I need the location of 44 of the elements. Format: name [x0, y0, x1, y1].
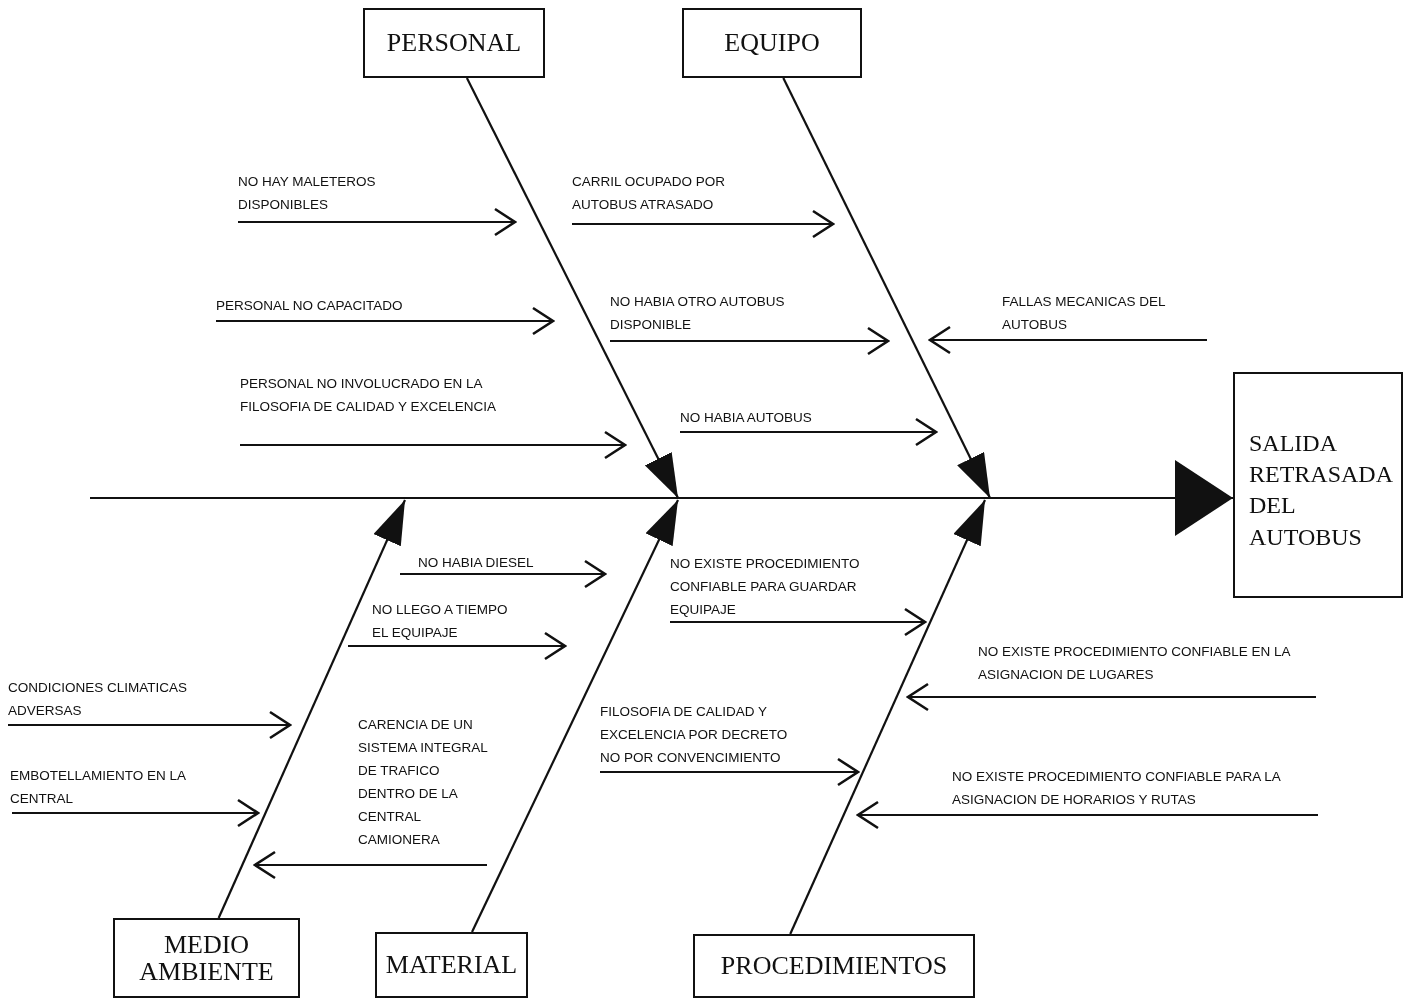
cause-text: CONDICIONES CLIMATICAS ADVERSAS — [8, 676, 218, 725]
cause-text: NO HABIA DIESEL — [400, 551, 534, 574]
category-box: EQUIPO — [682, 8, 862, 78]
arrow — [928, 325, 1207, 355]
spine-arrow — [90, 460, 1233, 536]
arrow — [670, 607, 927, 637]
cause-text: FILOSOFIA DE CALIDAD Y EXCELENCIA POR DECRETO NO POR CONVENCIMIENTO — [600, 700, 805, 772]
category-box: MEDIO AMBIENTE — [113, 918, 300, 998]
cause-text: NO EXISTE PROCEDIMIENTO CONFIABLE PARA LA ASIGNACION DE HORARIOS Y RUTAS — [952, 765, 1318, 815]
arrow — [600, 757, 860, 787]
rib-arrow — [465, 77, 679, 499]
arrow — [8, 710, 292, 740]
rib-arrow — [471, 499, 679, 933]
cause-text: NO HAY MALETEROS DISPONIBLES — [238, 170, 418, 222]
arrow — [216, 306, 555, 336]
cause-text: CARENCIA DE UN SISTEMA INTEGRAL DE TRAFICO DENTRO DE LA CENTRAL CAMIONERA — [358, 713, 493, 865]
cause-text: NO EXISTE PROCEDIMIENTO CONFIABLE PARA GUARDAR EQUIPAJE — [670, 552, 895, 622]
rib-arrow — [217, 499, 406, 919]
rib-arrow — [789, 499, 986, 935]
arrow — [856, 800, 1318, 830]
cause-text: NO LLEGO A TIEMPO EL EQUIPAJE — [348, 598, 522, 646]
arrow — [238, 207, 517, 237]
cause-text: NO HABIA OTRO AUTOBUS DISPONIBLE — [610, 290, 810, 341]
arrow — [400, 559, 607, 589]
arrow — [610, 326, 890, 356]
arrow — [680, 417, 938, 447]
cause-text: PERSONAL NO CAPACITADO — [216, 294, 403, 321]
category-box: MATERIAL — [375, 932, 528, 998]
cause-text: CARRIL OCUPADO POR AUTOBUS ATRASADO — [572, 170, 782, 224]
cause-text: EMBOTELLAMIENTO EN LA CENTRAL — [10, 764, 200, 813]
arrow — [348, 631, 567, 661]
arrow — [572, 209, 835, 239]
arrow — [240, 430, 627, 460]
arrow — [253, 850, 487, 880]
arrow — [906, 682, 1316, 712]
category-box: PROCEDIMIENTOS — [693, 934, 975, 998]
arrow — [12, 798, 260, 828]
cause-text: PERSONAL NO INVOLUCRADO EN LA FILOSOFIA DE CALIDAD Y EXCELENCIA — [240, 372, 510, 445]
rib-arrow — [782, 77, 991, 499]
effect-box: SALIDA RETRASADA DEL AUTOBUS — [1233, 372, 1403, 598]
cause-text: NO EXISTE PROCEDIMIENTO CONFIABLE EN LA ASIGNACION DE LUGARES — [978, 640, 1316, 697]
cause-text: FALLAS MECANICAS DEL AUTOBUS — [1002, 290, 1207, 340]
category-box: PERSONAL — [363, 8, 545, 78]
cause-text: NO HABIA AUTOBUS — [680, 406, 812, 432]
